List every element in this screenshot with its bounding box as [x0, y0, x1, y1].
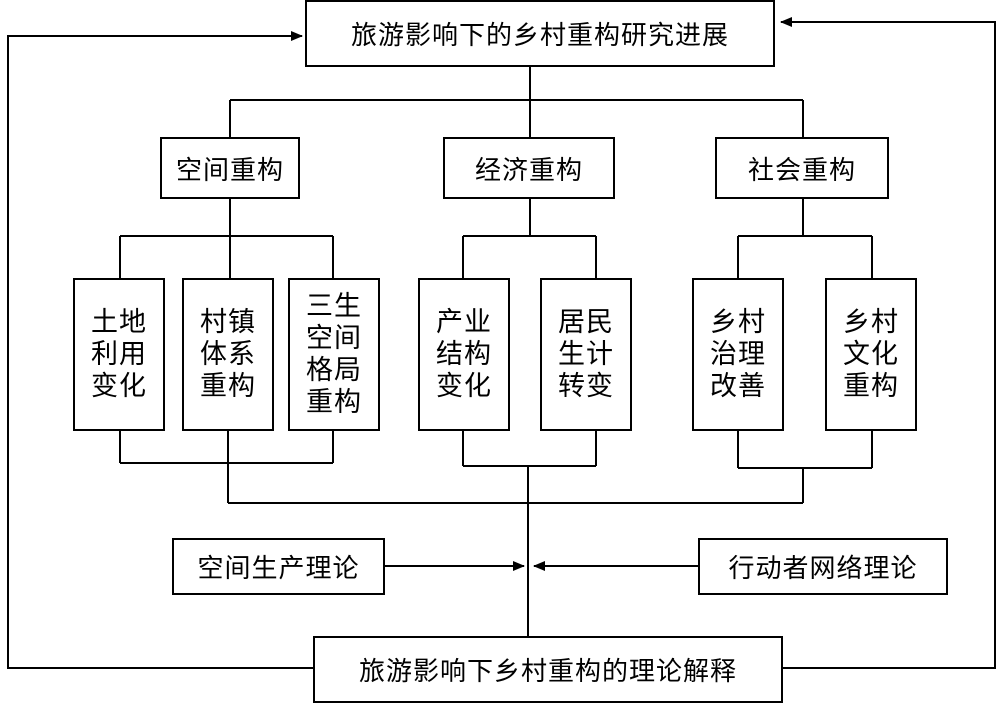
industrial-structure-label: 产业 结构 变化 [436, 306, 492, 402]
industrial-structure-box: 产业 结构 变化 [418, 278, 510, 431]
space-reconstruction-box: 空间重构 [160, 137, 300, 199]
economic-reconstruction-label: 经济重构 [474, 155, 583, 186]
village-town-system-label: 村镇 体系 重构 [200, 306, 256, 402]
economic-reconstruction-box: 经济重构 [443, 137, 615, 199]
research-progress-title: 旅游影响下的乡村重构研究进展 [350, 21, 729, 51]
actor-network-theory-box: 行动者网络理论 [698, 538, 948, 595]
theoretical-explanation-title-box: 旅游影响下乡村重构的理论解释 [313, 636, 783, 703]
land-use-change-label: 土地 利用 变化 [91, 306, 147, 402]
three-life-space-box: 三生 空间 格局 重构 [288, 278, 380, 431]
social-reconstruction-box: 社会重构 [715, 137, 889, 199]
rural-governance-label: 乡村 治理 改善 [710, 306, 766, 402]
village-town-system-box: 村镇 体系 重构 [182, 278, 274, 431]
resident-livelihood-box: 居民 生计 转变 [540, 278, 632, 431]
rural-governance-box: 乡村 治理 改善 [692, 278, 784, 431]
research-progress-title-box: 旅游影响下的乡村重构研究进展 [305, 0, 775, 67]
actor-network-theory-label: 行动者网络理论 [728, 554, 918, 584]
theoretical-explanation-title: 旅游影响下乡村重构的理论解释 [358, 657, 737, 687]
social-reconstruction-label: 社会重构 [747, 155, 856, 186]
land-use-change-box: 土地 利用 变化 [73, 278, 165, 431]
rural-culture-label: 乡村 文化 重构 [843, 306, 899, 402]
space-production-theory-box: 空间生产理论 [172, 538, 385, 595]
space-reconstruction-label: 空间重构 [175, 155, 284, 186]
space-production-theory-label: 空间生产理论 [197, 554, 360, 584]
three-life-space-label: 三生 空间 格局 重构 [306, 290, 362, 418]
resident-livelihood-label: 居民 生计 转变 [558, 306, 614, 402]
rural-culture-box: 乡村 文化 重构 [825, 278, 917, 431]
